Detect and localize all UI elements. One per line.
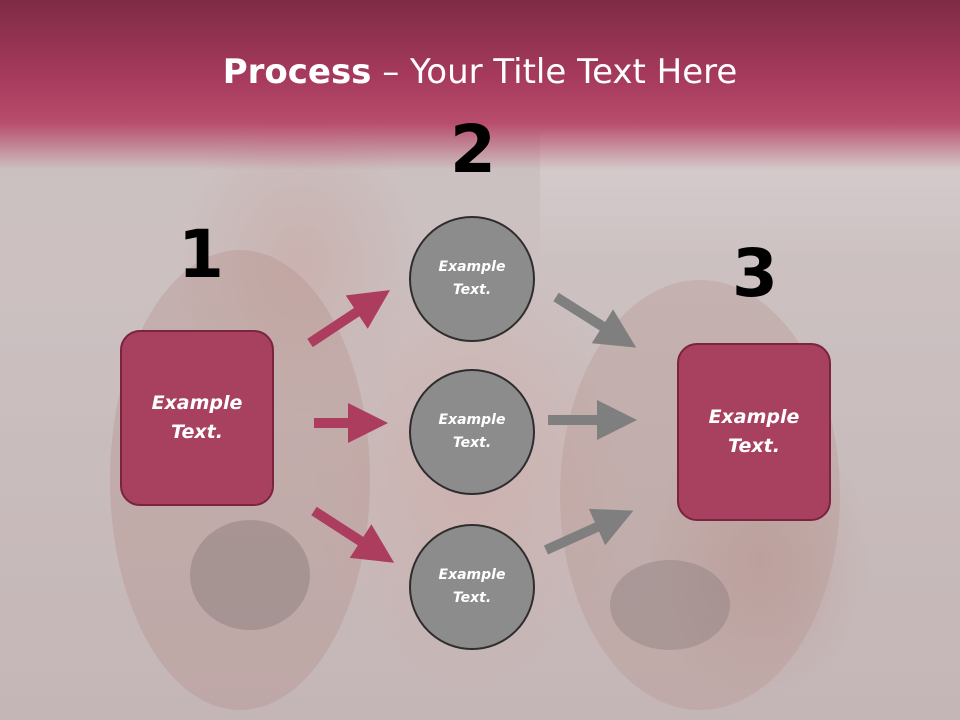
arrow-gray-up — [543, 508, 634, 555]
step-number-2: 2 — [450, 111, 496, 188]
step-2-circle-top[interactable]: Example Text. — [409, 216, 535, 342]
title-band — [0, 0, 960, 170]
step-2-circle-bottom[interactable]: Example Text. — [409, 524, 535, 650]
step-number-1: 1 — [178, 216, 224, 293]
step-3-box[interactable]: Example Text. — [677, 343, 831, 521]
arrow-red-down — [311, 506, 395, 563]
step-1-box[interactable]: Example Text. — [120, 330, 274, 506]
arrow-gray-down — [553, 292, 637, 348]
step-number-3: 3 — [732, 235, 778, 312]
step-2-circle-middle[interactable]: Example Text. — [409, 369, 535, 495]
background-glove-left — [190, 520, 310, 630]
slide-title-rest: – Your Title Text Here — [371, 52, 738, 92]
slide-title[interactable]: Process – Your Title Text Here — [0, 52, 960, 92]
arrow-red-up — [307, 290, 391, 348]
background-glove-right — [610, 560, 730, 650]
slide-title-bold: Process — [222, 52, 372, 92]
